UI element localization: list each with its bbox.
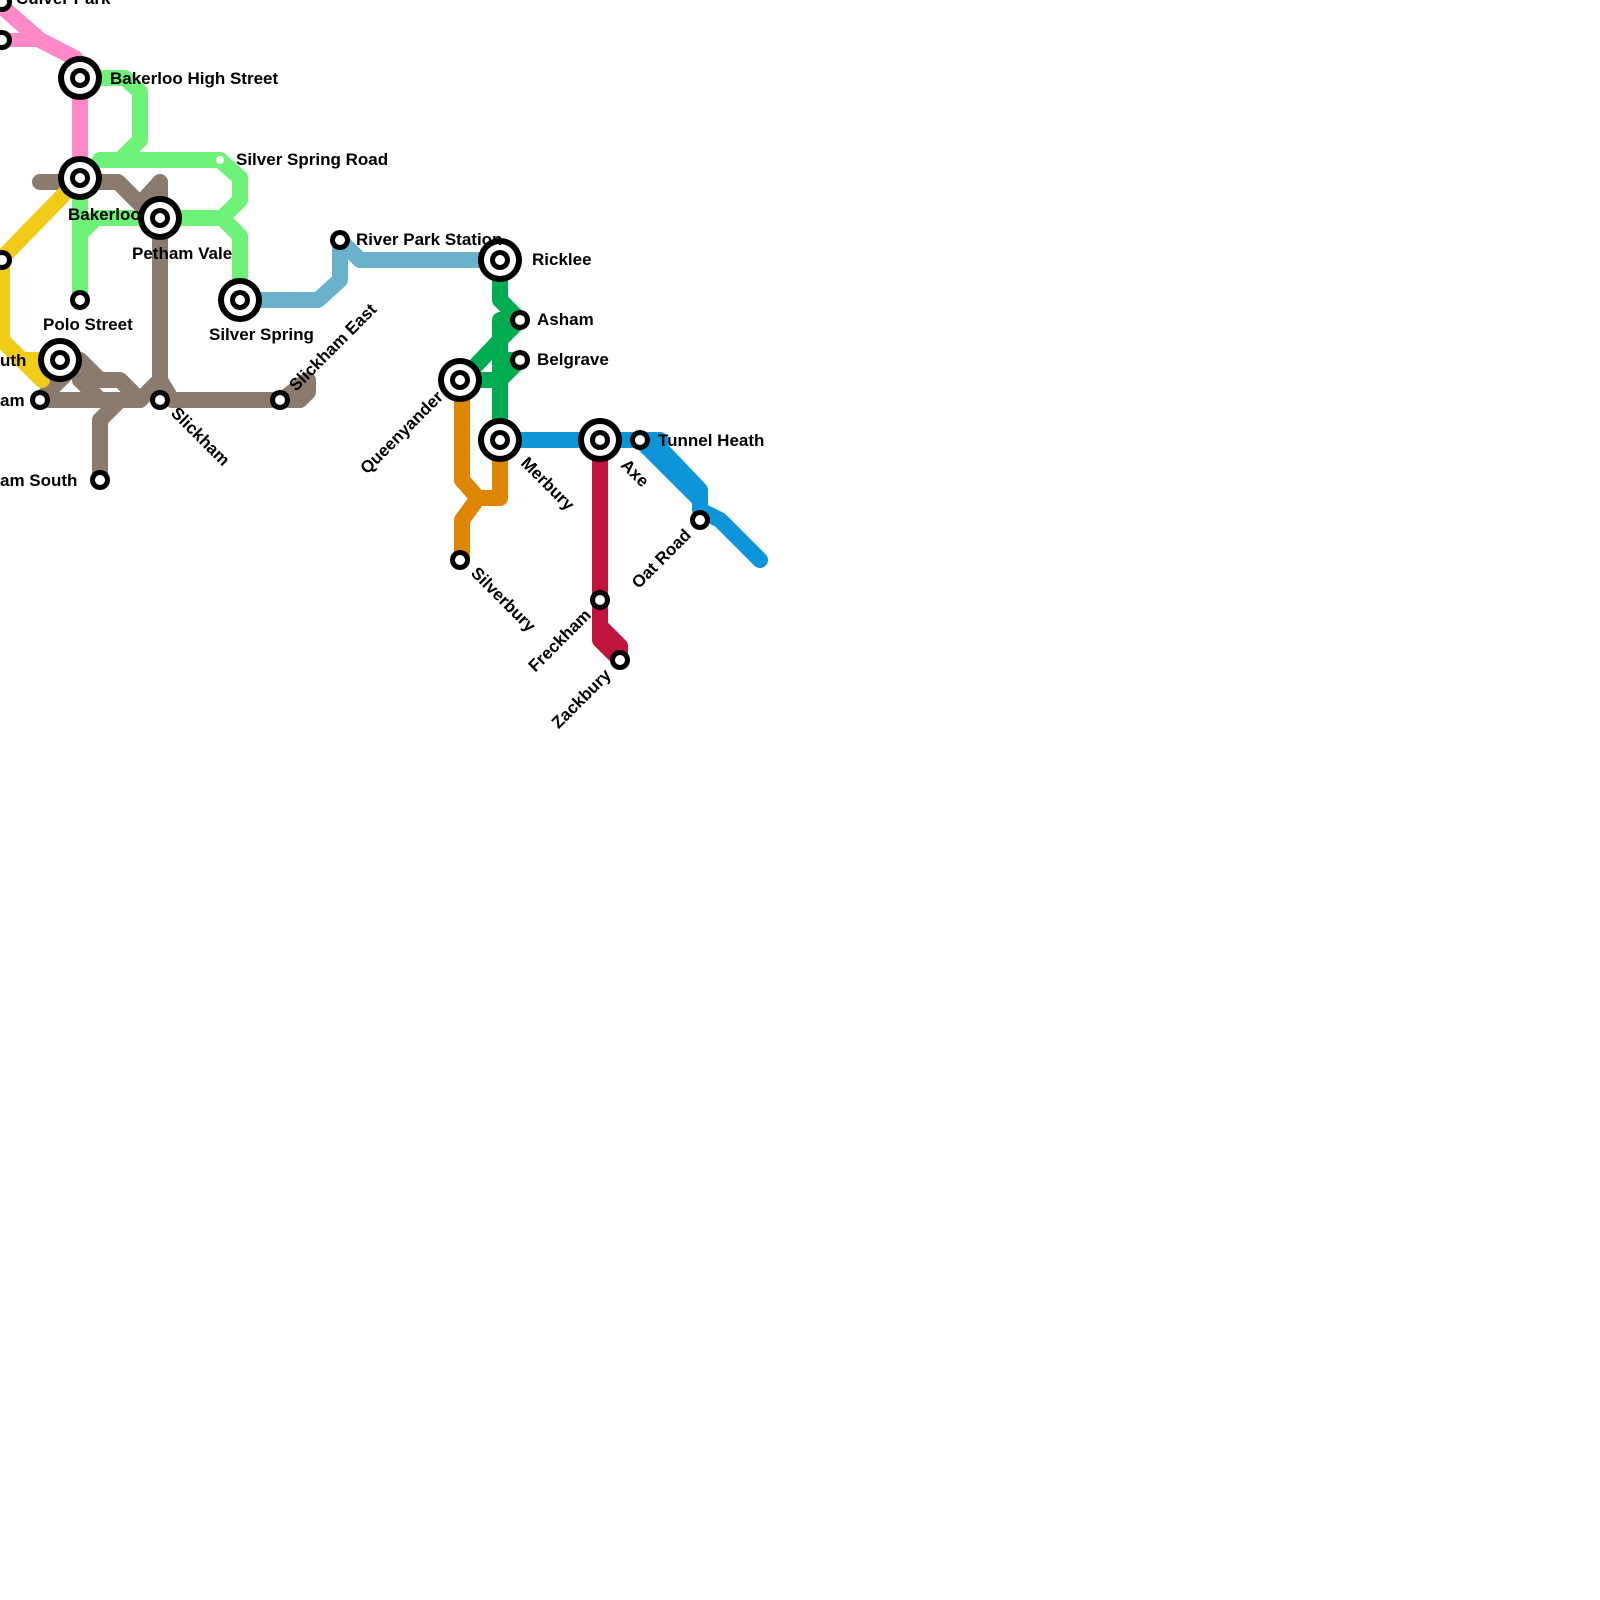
interchange-axe[interactable] (578, 418, 622, 462)
interchange-queenyander[interactable] (438, 358, 482, 402)
interchange-petham-vale[interactable] (138, 196, 182, 240)
interchange-ricklee[interactable] (478, 238, 522, 282)
label-ricklee: Ricklee (532, 250, 592, 269)
station-culver-park[interactable] (0, 0, 12, 12)
station-slickham[interactable] (150, 390, 170, 410)
interchange-south-partial[interactable] (38, 338, 82, 382)
label-south-partial: uth (0, 351, 26, 370)
station-slickham-east[interactable] (270, 390, 290, 410)
label-am-south-partial: am South (0, 471, 77, 490)
label-culver-park: Culver Park (16, 0, 111, 8)
grey-brown-line (32, 174, 316, 408)
label-asham: Asham (537, 310, 594, 329)
station-zackbury[interactable] (610, 650, 630, 670)
yellow-line-south (14, 352, 50, 388)
label-tunnel-heath: Tunnel Heath (658, 431, 764, 450)
interchange-silver-spring[interactable] (218, 278, 262, 322)
station-silverbury[interactable] (450, 550, 470, 570)
label-belgrave: Belgrave (537, 350, 609, 369)
label-silver-spring-road: Silver Spring Road (236, 150, 388, 169)
label-bakerloo-high-street: Bakerloo High Street (110, 69, 278, 88)
station-tunnel-heath[interactable] (630, 430, 650, 450)
interchange-bakerloo[interactable] (58, 156, 102, 200)
station-river-park[interactable] (330, 230, 350, 250)
label-polo-street: Polo Street (43, 315, 133, 334)
station-asham[interactable] (510, 310, 530, 330)
station-yellow-west[interactable] (0, 250, 12, 270)
yellow-line (0, 170, 88, 368)
label-am-partial: am (0, 391, 25, 410)
blue-line-spur (632, 432, 708, 508)
grey-brown-line-link (32, 372, 148, 408)
label-silver-spring: Silver Spring (209, 325, 314, 344)
station-belgrave[interactable] (510, 350, 530, 370)
station-am-south-partial[interactable] (90, 470, 110, 490)
label-petham-vale: Petham Vale (132, 244, 232, 263)
station-silver-spring-road[interactable] (216, 156, 224, 164)
label-bakerloo: Bakerloo (68, 205, 141, 224)
station-polo-street[interactable] (70, 290, 90, 310)
label-river-park-station: River Park Station (356, 230, 502, 249)
light-blue-line (232, 232, 508, 308)
station-freckham[interactable] (590, 590, 610, 610)
interchange-merbury[interactable] (478, 418, 522, 462)
station-am-partial[interactable] (30, 390, 50, 410)
interchange-bakerloo-high-street[interactable] (58, 56, 102, 100)
station-culver-park-branch[interactable] (0, 30, 12, 50)
station-oat-road[interactable] (690, 510, 710, 530)
